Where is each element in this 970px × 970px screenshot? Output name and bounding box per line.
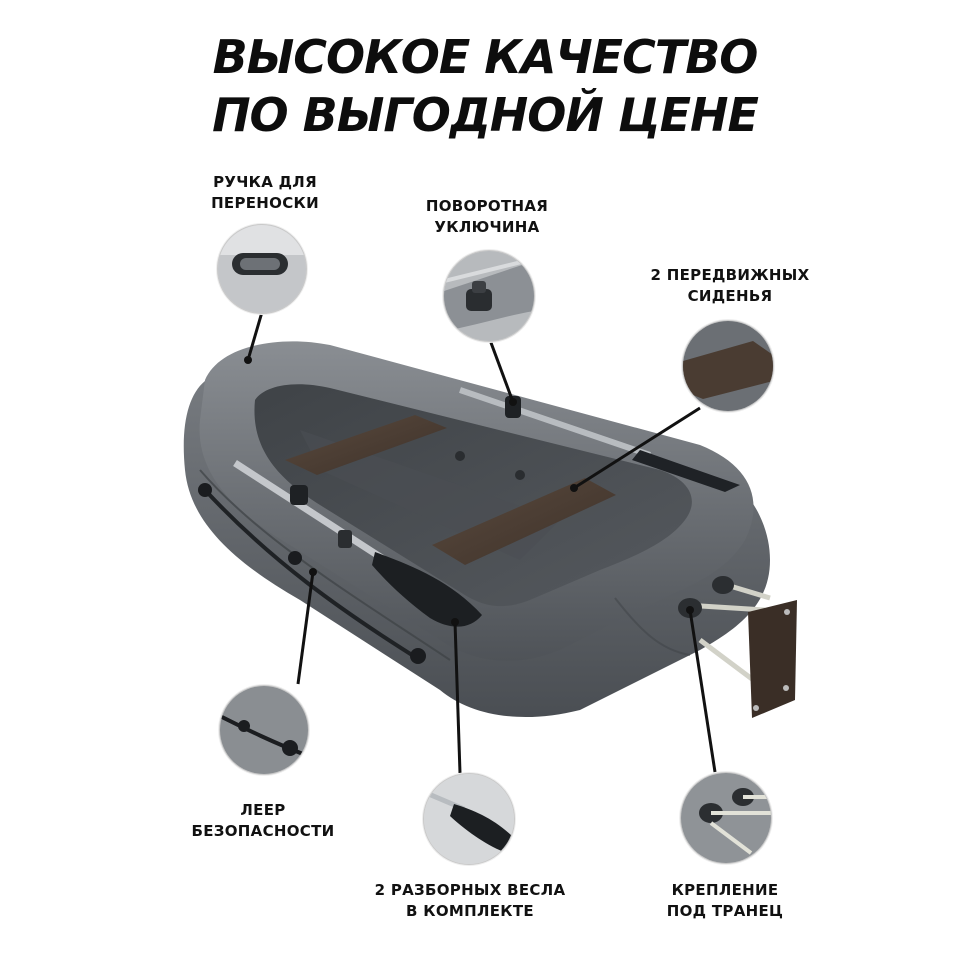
headline-line-1: ВЫСОКОЕ КАЧЕСТВО — [212, 30, 759, 84]
label-seats-line1: 2 ПЕРЕДВИЖНЫХ — [650, 266, 810, 284]
safety-rope-detail-bubble — [219, 685, 309, 775]
label-handle-line2: ПЕРЕНОСКИ — [211, 194, 319, 212]
callout-lines — [246, 311, 717, 774]
label-oarlock-line2: УКЛЮЧИНА — [434, 218, 540, 236]
seat-detail-bubble — [682, 320, 774, 412]
handle-detail-bubble — [217, 224, 307, 314]
label-oars-line2: В КОМПЛЕКТЕ — [406, 902, 534, 920]
transom-mount — [678, 576, 797, 718]
swivel-oarlock-icon — [444, 251, 534, 341]
oarlock-detail-bubble — [443, 250, 535, 342]
transom-mount-icon — [681, 773, 771, 863]
seat-board-icon — [683, 321, 773, 411]
label-safety-rope-line1: ЛЕЕР — [240, 801, 286, 819]
label-transom-line2: ПОД ТРАНЕЦ — [666, 902, 784, 920]
label-safety-rope-line2: БЕЗОПАСНОСТИ — [191, 822, 335, 840]
callout-dots — [244, 356, 694, 626]
label-transom-line1: КРЕПЛЕНИЕ — [671, 881, 779, 899]
oar-blade-icon — [424, 774, 514, 864]
label-safety-rope: ЛЕЕР БЕЗОПАСНОСТИ — [183, 800, 343, 842]
carry-handle-icon — [218, 225, 306, 313]
label-handle-line1: РУЧКА ДЛЯ — [213, 173, 317, 191]
oar-far — [459, 387, 740, 492]
transom-detail-bubble — [680, 772, 772, 864]
label-oars-line1: 2 РАЗБОРНЫХ ВЕСЛА — [374, 881, 566, 899]
label-transom: КРЕПЛЕНИЕ ПОД ТРАНЕЦ — [645, 880, 805, 922]
label-oarlock-line1: ПОВОРОТНАЯ — [425, 197, 549, 215]
headline-line-2: ПО ВЫГОДНОЙ ЦЕНЕ — [212, 88, 759, 142]
label-handle: РУЧКА ДЛЯ ПЕРЕНОСКИ — [190, 172, 340, 214]
label-seats: 2 ПЕРЕДВИЖНЫХ СИДЕНЬЯ — [640, 265, 820, 307]
safety-rope-icon — [220, 686, 308, 774]
label-oarlock: ПОВОРОТНАЯ УКЛЮЧИНА — [412, 196, 562, 238]
oar-near — [233, 460, 482, 627]
label-oars: 2 РАЗБОРНЫХ ВЕСЛА В КОМПЛЕКТЕ — [365, 880, 575, 922]
label-seats-line2: СИДЕНЬЯ — [687, 287, 773, 305]
oar-detail-bubble — [423, 773, 515, 865]
seat-boards — [285, 415, 616, 565]
